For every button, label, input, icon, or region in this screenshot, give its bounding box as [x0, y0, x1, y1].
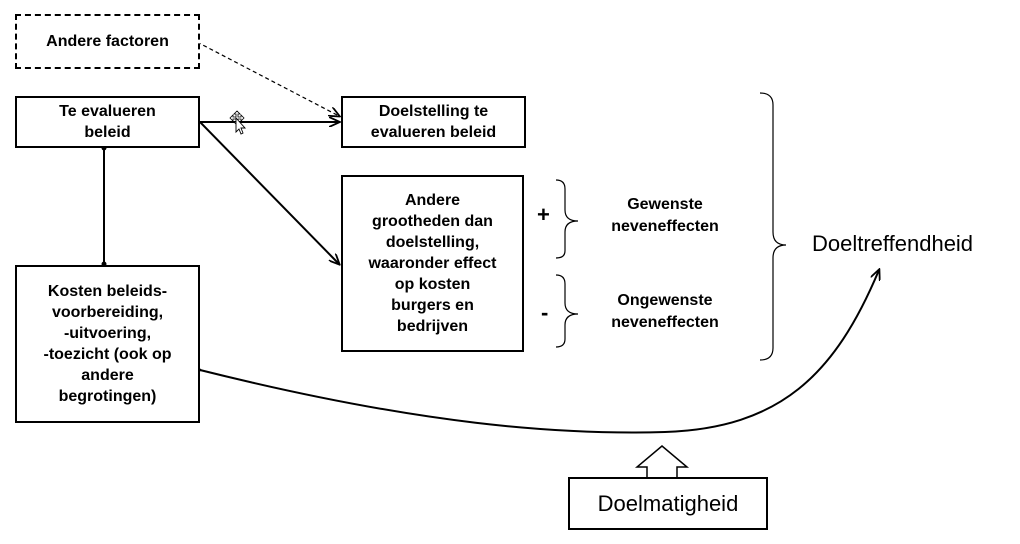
box-policy: Te evalueren beleid: [15, 96, 200, 148]
text-line: Andere: [404, 192, 461, 209]
label-effectiveness: Doeltreffendheid: [812, 231, 974, 256]
box-other-factors: Andere factoren: [15, 14, 200, 69]
minus-sign: -: [541, 300, 549, 325]
text-line: -uitvoering,: [63, 325, 152, 342]
text-line: Ongewenste: [617, 292, 713, 309]
text-line: op kosten: [394, 276, 471, 293]
text-line: beleid: [84, 124, 131, 141]
box-objective: Doelstelling te evalueren beleid: [341, 96, 526, 148]
brace-undesired: [555, 274, 579, 348]
label-undesired-side-effects: Ongewenste neveneffecten: [590, 290, 740, 334]
hollow-arrow-up-icon: [634, 445, 690, 478]
text-line: bedrijven: [396, 318, 469, 335]
text-line: Te evalueren: [59, 103, 156, 120]
box-efficiency: Doelmatigheid: [568, 477, 768, 530]
box-costs: Kosten beleids- voorbereiding, -uitvoeri…: [15, 265, 200, 423]
label-efficiency: Doelmatigheid: [597, 491, 739, 516]
box-other-quantities: Andere grootheden dan doelstelling, waar…: [341, 175, 524, 352]
text-line: neveneffecten: [611, 218, 719, 235]
curved-arrow-costs-effectiveness: [200, 270, 879, 434]
text-line: neveneffecten: [611, 314, 719, 331]
text-line: andere: [81, 367, 134, 384]
brace-effectiveness: [759, 92, 787, 361]
text-line: doelstelling,: [385, 234, 480, 251]
dashed-arrow-other-factors: [196, 41, 339, 116]
text-line: voorbereiding,: [51, 304, 164, 321]
text-line: -toezicht (ook op: [43, 346, 172, 363]
text-line: Gewenste: [627, 196, 703, 213]
text-line: Kosten beleids-: [47, 283, 168, 300]
text-line: evalueren beleid: [370, 124, 497, 141]
text-line: Doelstelling te: [378, 103, 489, 120]
text-line: waaronder effect: [368, 255, 497, 272]
arrow-policy-to-other-quantities: [199, 121, 339, 264]
plus-sign: +: [537, 202, 550, 227]
brace-desired: [555, 179, 579, 259]
text-line: grootheden dan: [372, 213, 493, 230]
label-other-factors: Andere factoren: [46, 33, 169, 50]
move-cursor-icon: [229, 110, 247, 135]
text-line: burgers en: [391, 297, 474, 314]
label-desired-side-effects: Gewenste neveneffecten: [590, 194, 740, 238]
text-line: begrotingen): [58, 388, 157, 405]
